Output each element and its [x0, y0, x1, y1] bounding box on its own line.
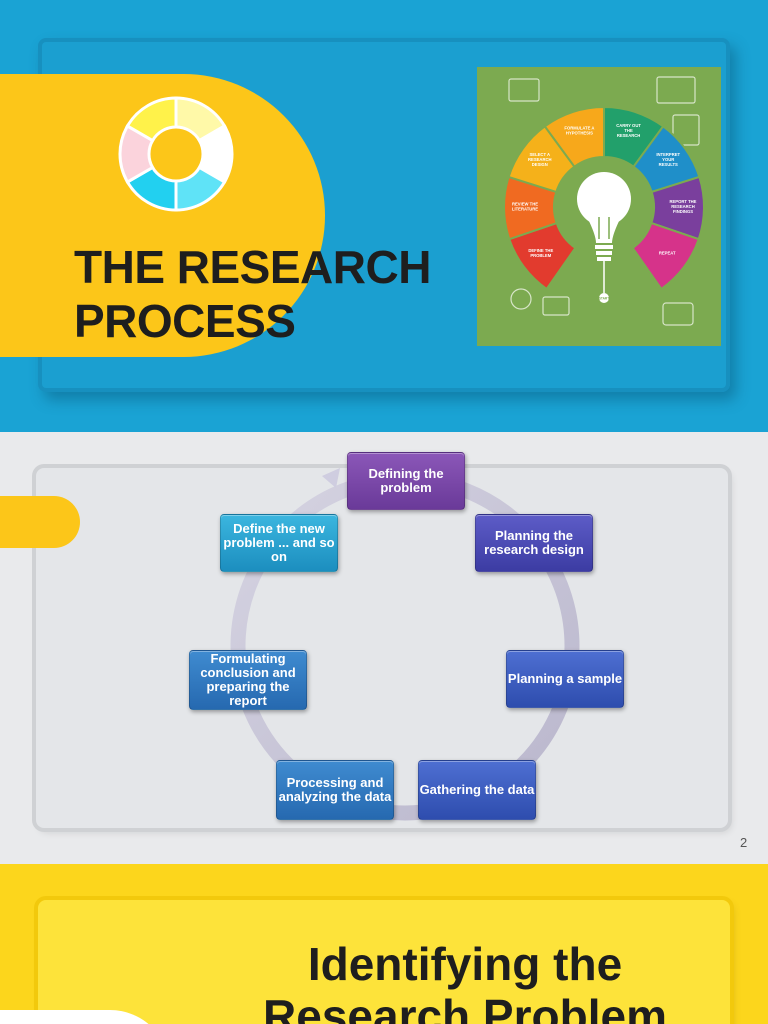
title-line-2: PROCESS	[74, 295, 296, 347]
page-number: 2	[740, 835, 748, 850]
cycle-icon	[118, 96, 234, 212]
monitor-icon	[542, 296, 570, 316]
title-line-2: Research Problem	[263, 990, 667, 1024]
title-line-1: Identifying the	[307, 938, 623, 990]
wheel-step-label: REPEAT	[659, 250, 676, 255]
step-planning-sample[interactable]: Planning a sample	[506, 650, 624, 708]
step-gathering-data[interactable]: Gathering the data	[418, 760, 536, 820]
step-planning-research-design[interactable]: Planning the research design	[475, 514, 593, 572]
lightbulb-icon	[577, 172, 631, 303]
step-formulating-conclusion[interactable]: Formulating conclusion and preparing the…	[189, 650, 307, 710]
slide-title: Identifying the Research Problem	[230, 938, 700, 1024]
slide-title: THE RESEARCH PROCESS	[74, 240, 431, 348]
slide-2-research-cycle[interactable]: Defining the problem Planning the resear…	[0, 432, 768, 864]
person-icon	[510, 288, 532, 310]
yellow-accent-tab	[0, 496, 80, 548]
step-define-new-problem[interactable]: Define the new problem ... and so on	[220, 514, 338, 572]
book-icon	[508, 78, 540, 102]
clipboard-icon	[672, 114, 700, 146]
step-defining-problem[interactable]: Defining the problem	[347, 452, 465, 510]
chart-icon	[656, 76, 696, 104]
title-line-1: THE RESEARCH	[74, 241, 431, 293]
ring-arrow-head	[322, 468, 340, 488]
chat-icon	[662, 302, 694, 326]
wheel-segment	[631, 221, 700, 291]
start-label: START	[599, 297, 609, 301]
slide-3-identifying-problem[interactable]: Identifying the Research Problem	[0, 864, 768, 1024]
slide-1-title[interactable]: THE RESEARCH PROCESS	[0, 0, 768, 432]
white-accent-shape	[0, 1010, 170, 1024]
slide-frame	[38, 900, 730, 1024]
step-processing-analyzing[interactable]: Processing and analyzing the data	[276, 760, 394, 820]
